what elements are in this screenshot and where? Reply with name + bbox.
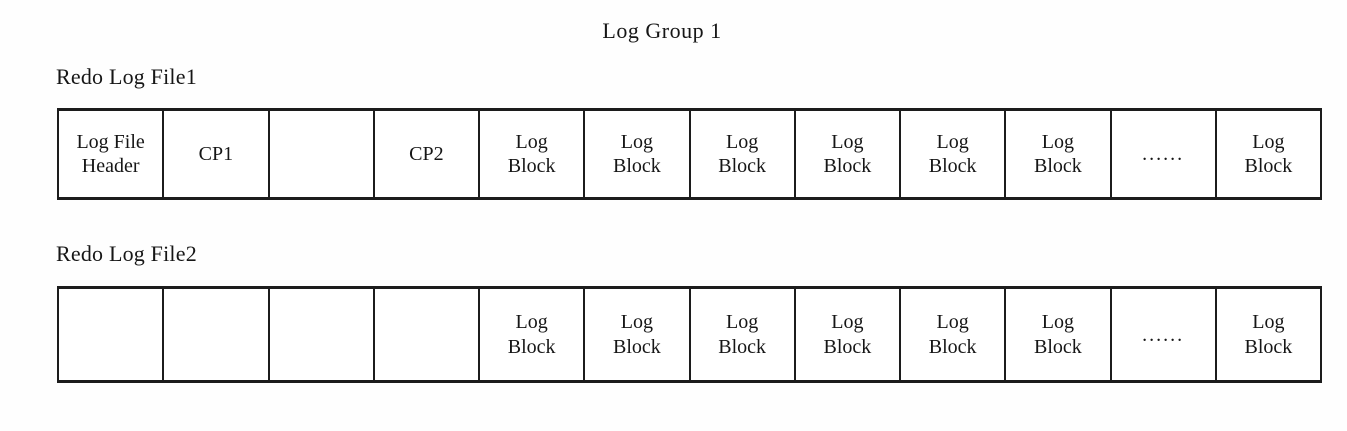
cell-log-block: Log Block bbox=[1006, 289, 1112, 380]
cell-log-block: Log Block bbox=[796, 111, 901, 197]
cell-log-block: Log Block bbox=[901, 111, 1007, 197]
cell-log-block: Log Block bbox=[796, 289, 901, 380]
cell-log-block: Log Block bbox=[691, 289, 796, 380]
cell-empty bbox=[59, 289, 165, 380]
redo-log-file2-label: Redo Log File2 bbox=[56, 241, 197, 266]
cell-empty bbox=[375, 289, 480, 380]
cell-ellipsis: ...... bbox=[1112, 111, 1217, 197]
cell-log-block: Log Block bbox=[1244, 311, 1293, 358]
cell-log-block: Log Block bbox=[691, 111, 796, 197]
cell-empty bbox=[270, 289, 375, 380]
redo-log-file1-strip: Log File Header CP1 CP2 Log Block Log Bl… bbox=[57, 108, 1322, 200]
cell-cp1: CP1 bbox=[164, 111, 270, 197]
redo-log-file2-strip: Log Block Log Block Log Block Log Block … bbox=[57, 286, 1322, 383]
cell-log-block: Log Block bbox=[480, 111, 586, 197]
redo-log-file1-label: Redo Log File1 bbox=[56, 64, 197, 89]
cell-cp2: CP2 bbox=[375, 111, 480, 197]
cell-log-block: Log Block bbox=[1244, 130, 1293, 177]
cell-empty bbox=[164, 289, 270, 380]
cell-log-block: Log Block bbox=[901, 289, 1007, 380]
cell-ellipsis: ...... bbox=[1112, 289, 1217, 380]
cell-log-file-header: Log File Header bbox=[59, 111, 165, 197]
diagram-title: Log Group 1 bbox=[602, 18, 722, 43]
cell-log-block: Log Block bbox=[585, 111, 691, 197]
cell-log-block: Log Block bbox=[585, 289, 691, 380]
cell-log-block: Log Block bbox=[480, 289, 586, 380]
cell-log-block: Log Block bbox=[1006, 111, 1112, 197]
cell-empty bbox=[270, 111, 375, 197]
